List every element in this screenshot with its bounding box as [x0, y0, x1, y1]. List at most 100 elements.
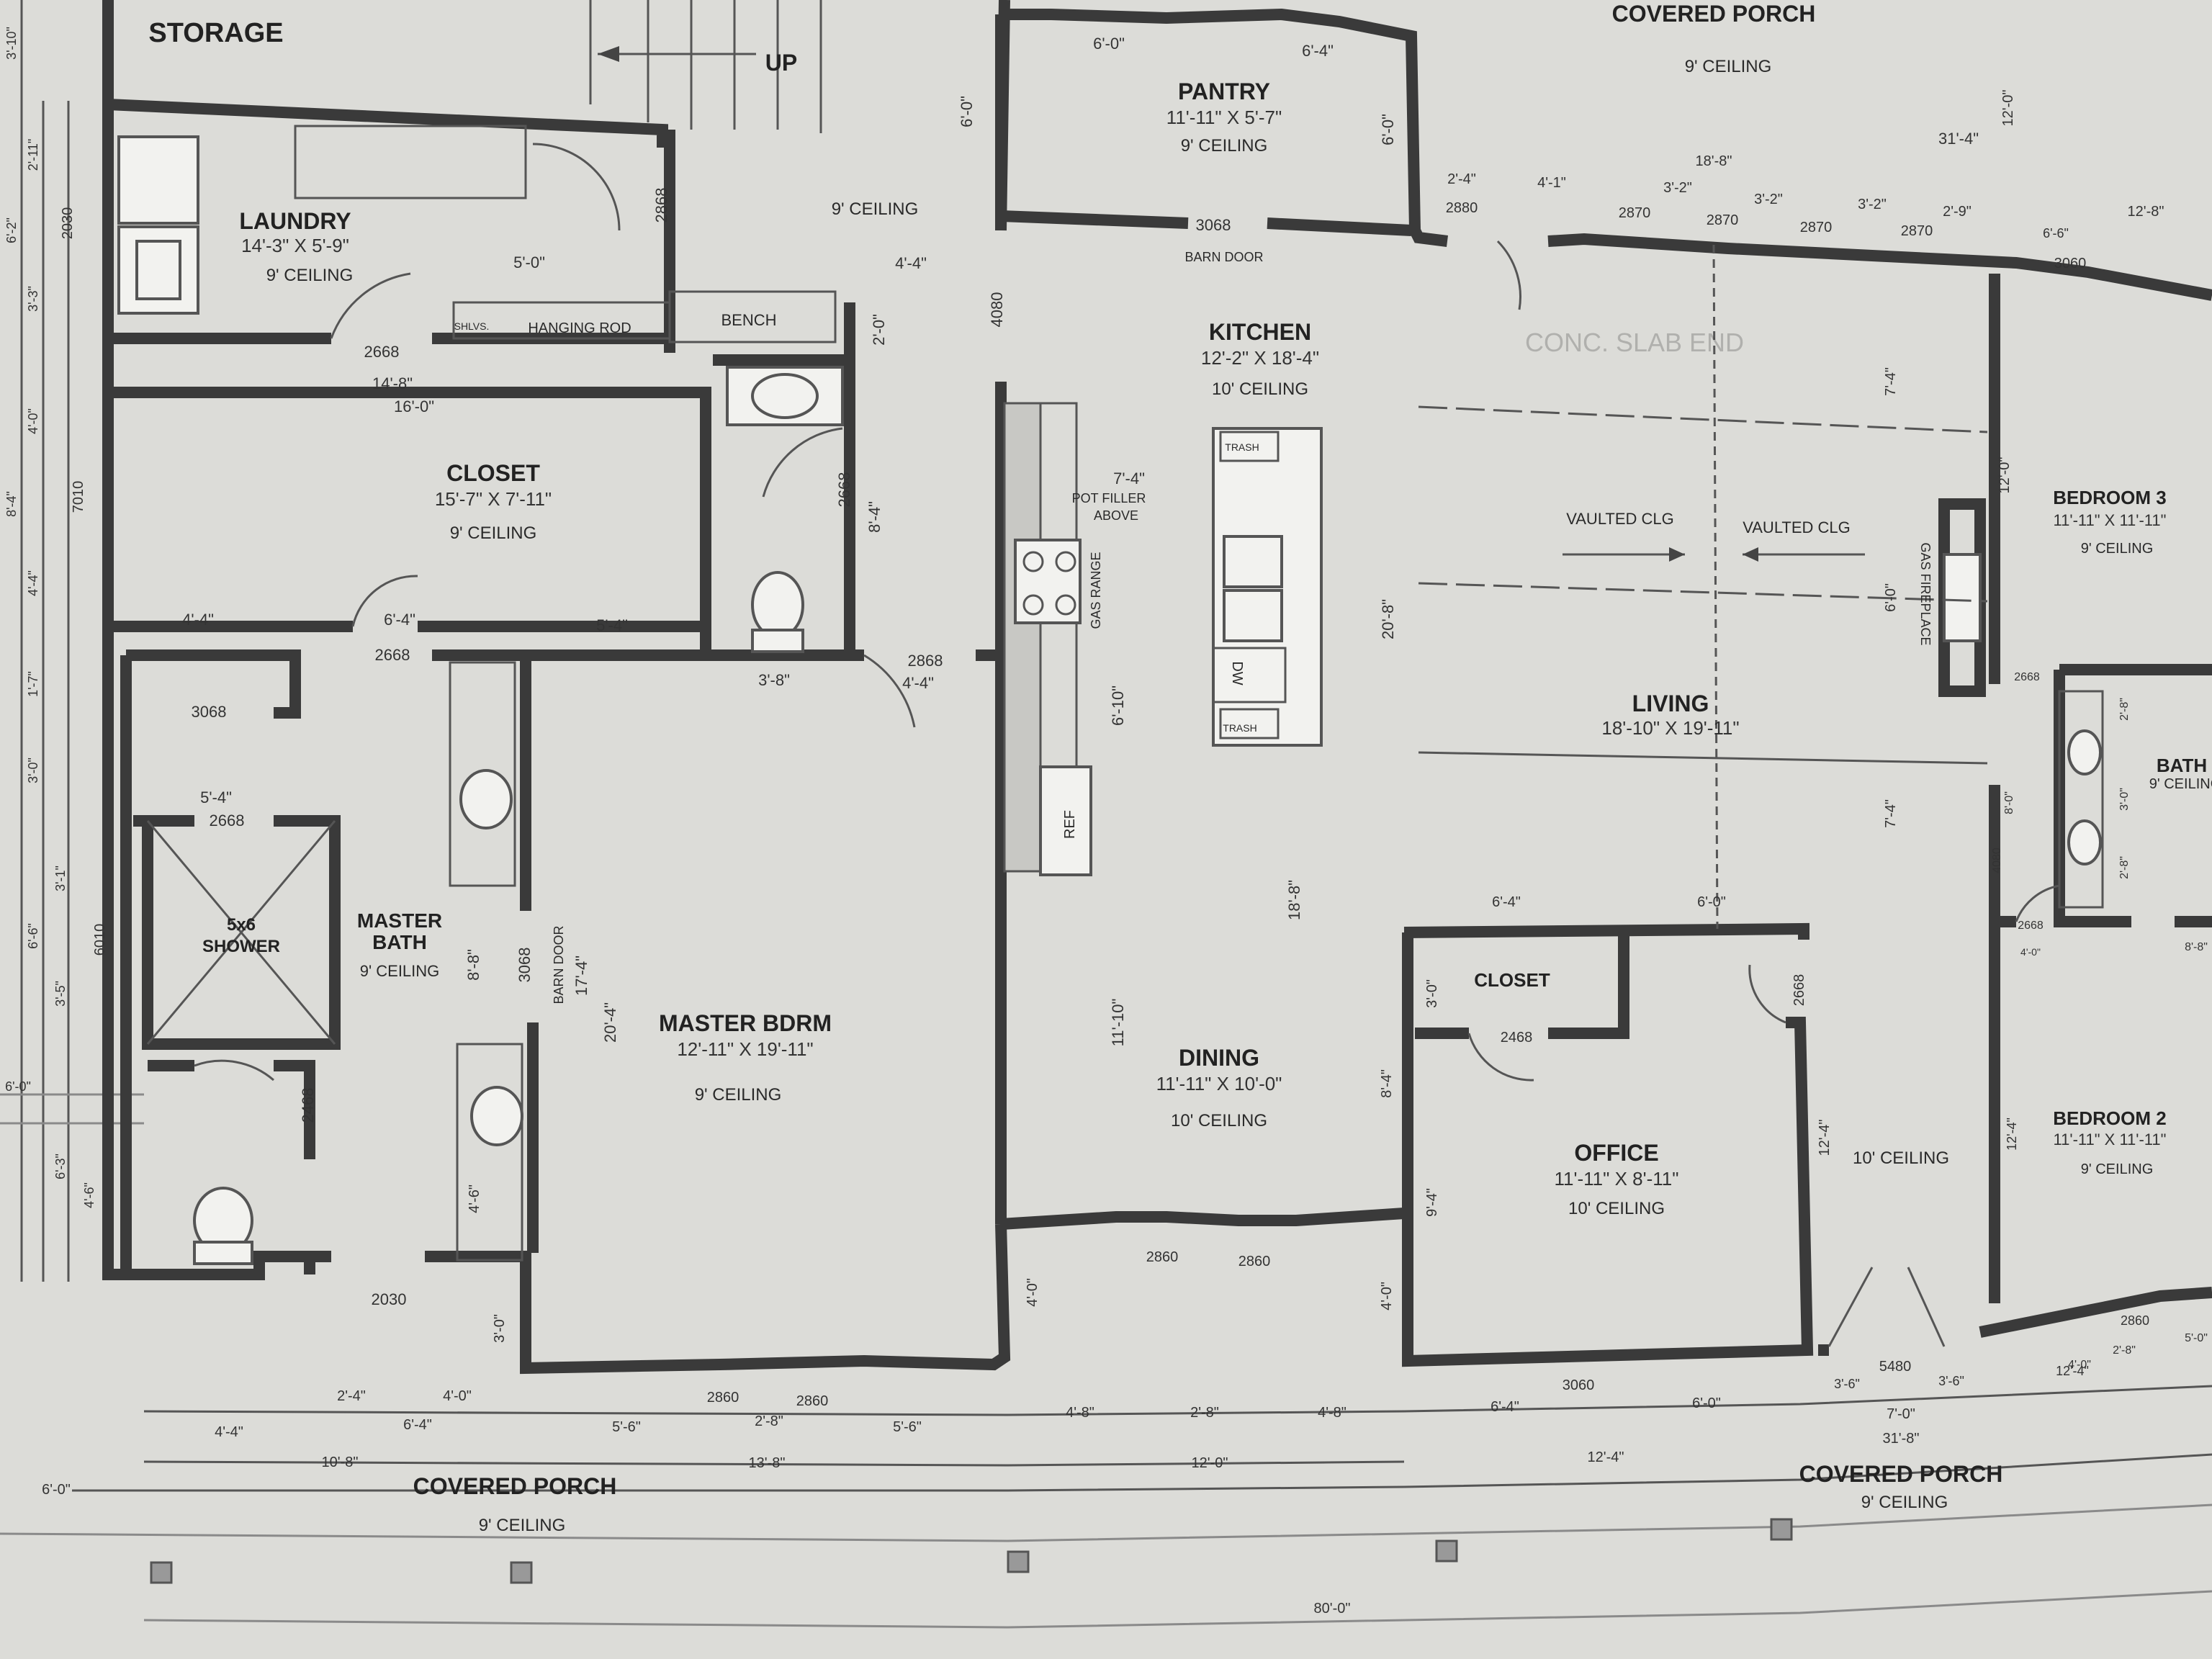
dim-text: 2'-9"	[1943, 204, 1972, 220]
closet-size: 15'-7" X 7'-11"	[435, 488, 552, 510]
living-size: 18'-10" X 19'-11"	[1601, 717, 1739, 739]
dim-text: 3'-0"	[26, 757, 40, 783]
dim-text: 8'-4"	[866, 501, 884, 533]
dim-text: 12'-0"	[1997, 457, 2013, 494]
master-bdrm-ceiling: 9' CEILING	[695, 1085, 782, 1105]
dishwasher-label: DW	[1229, 661, 1245, 685]
code-dining-window-1: 2860	[1146, 1249, 1179, 1265]
dim-text: 5'-6"	[893, 1419, 922, 1435]
code-porch-win-5: 2870	[1901, 223, 1933, 239]
covered-porch-right-name: COVERED PORCH	[1799, 1461, 2003, 1487]
office-size: 11'-11" X 8'-11"	[1555, 1168, 1679, 1190]
dim-text: 4'-0"	[26, 408, 40, 434]
dim-text: 5'-0"	[2185, 1332, 2208, 1344]
code-kitchen-opening: 4080	[988, 292, 1006, 328]
dim-text: 5'-0"	[513, 253, 545, 271]
dim-text: 6'-2"	[4, 217, 19, 243]
dim-text: 14'-8"	[372, 374, 413, 392]
dim-text: 6'-3"	[53, 1154, 68, 1179]
dining-ceiling: 10' CEILING	[1171, 1111, 1267, 1130]
dim-text: 6'-4"	[1491, 1399, 1519, 1415]
dim-text: 4'-8"	[1318, 1405, 1346, 1421]
code-laundry-hall: 2868	[652, 188, 670, 223]
office-closet-name: CLOSET	[1474, 969, 1550, 991]
dim-text: 4'-0"	[2068, 1359, 2091, 1371]
code-bdrm3-door: 2668	[2014, 671, 2040, 683]
dim-text: 20'-4"	[601, 1002, 619, 1043]
sink-icon	[2067, 729, 2102, 775]
covered-porch-left-ceiling: 9' CEILING	[479, 1516, 566, 1535]
dim-text: 4'-8"	[1066, 1405, 1094, 1421]
dim-text: 20'-8"	[1379, 599, 1397, 639]
dim-text: 8'-4"	[4, 491, 19, 517]
door-codes: 2668 3068 2868 2668 2668 2868 3068 2668 …	[60, 188, 2149, 1409]
dim-text: 4'-1"	[1537, 175, 1566, 191]
dim-text: 12'-4"	[1817, 1120, 1833, 1156]
ref-label: REF	[1062, 810, 1078, 839]
covered-porch-right-ceiling: 9' CEILING	[1861, 1493, 1948, 1512]
bath-name: BATH	[2157, 755, 2207, 776]
dim-text: 3'-3"	[26, 286, 40, 312]
bottom-dimension-lines	[0, 1385, 2212, 1629]
refrigerator-icon	[1039, 765, 1092, 876]
kitchen-size: 12'-2" X 18'-4"	[1201, 347, 1319, 369]
sink-icon	[470, 1086, 523, 1146]
sink-icon	[1223, 535, 1283, 588]
code-toilet-door: 2668	[835, 472, 853, 508]
code-tall-window: 7010	[71, 481, 86, 513]
stair	[589, 0, 822, 133]
slab-end-label: CONC. SLAB END	[1525, 328, 1744, 357]
code-office-door: 2668	[1791, 974, 1807, 1007]
code-bdrm2-door: 2668	[2018, 920, 2044, 932]
dim-text: 18'-8"	[1285, 880, 1303, 920]
dim-text: 3'-10"	[4, 27, 19, 60]
dim-text: 8'-0"	[2003, 791, 2015, 814]
bedroom3-name: BEDROOM 3	[2053, 487, 2166, 508]
dim-text: 13'-8"	[749, 1455, 786, 1471]
dim-text: 4'-0"	[1025, 1278, 1040, 1307]
left-dimension-lines	[0, 0, 144, 1282]
dim-text: 4'-4"	[215, 1424, 243, 1440]
dim-text: 12'-8"	[2128, 204, 2164, 220]
pantry-barn-door-label: BARN DOOR	[1184, 250, 1263, 264]
sink-icon	[2067, 819, 2102, 866]
dim-text: 1'-7"	[26, 671, 40, 697]
code-office-window: 3060	[1563, 1377, 1595, 1393]
code-porch-win-2: 2870	[1619, 205, 1651, 221]
code-shower-door: 2668	[210, 811, 245, 830]
dim-text: 3'-2"	[1754, 192, 1783, 207]
entry-ceiling: 10' CEILING	[1853, 1148, 1949, 1168]
living-name: LIVING	[1632, 691, 1709, 716]
code-dining-window-2: 2860	[1238, 1254, 1271, 1269]
dim-text: 5'-4"	[200, 788, 232, 806]
shower-size: 5x6	[227, 915, 256, 935]
hanging-rod-label: HANGING ROD	[528, 320, 631, 336]
dim-text: 8'-4"	[1379, 1069, 1395, 1098]
code-pantry-door: 3068	[1196, 216, 1231, 234]
code-office-closet-door: 2468	[1501, 1030, 1533, 1046]
sink-icon	[751, 373, 819, 419]
dim-text: 17'-4"	[572, 956, 590, 996]
dim-text: 6'-6"	[2043, 226, 2069, 240]
dim-text: 8'-8"	[464, 949, 482, 981]
dim-text: 7'-4"	[1883, 367, 1899, 396]
code-wc-door: 2468	[299, 1088, 317, 1123]
code-laundry-door: 2668	[364, 343, 400, 361]
fireplace-icon	[1943, 553, 1982, 642]
dim-text: 3'-0"	[1424, 979, 1440, 1008]
dim-text: 12'-4"	[2056, 1364, 2089, 1378]
pantry-ceiling: 9' CEILING	[1181, 136, 1268, 156]
trash-bottom-label: TRASH	[1223, 722, 1256, 734]
code-bdrm-window-2: 2860	[796, 1393, 829, 1409]
dim-text: 6'-0"	[42, 1482, 71, 1498]
dim-text: 6'-4"	[1492, 894, 1521, 910]
toilet-icon	[751, 571, 804, 639]
dim-text: 6'-0"	[1883, 583, 1899, 612]
code-master-barn: 3068	[516, 948, 534, 983]
bedroom2-ceiling: 9' CEILING	[2081, 1161, 2154, 1177]
arrow-right-icon	[1669, 547, 1685, 562]
dim-text: 16'-0"	[394, 397, 434, 415]
code-laundry-window: 2030	[60, 207, 76, 240]
dim-text: 2'-8"	[2113, 1344, 2136, 1357]
laundry-ceiling: 9' CEILING	[266, 266, 354, 285]
